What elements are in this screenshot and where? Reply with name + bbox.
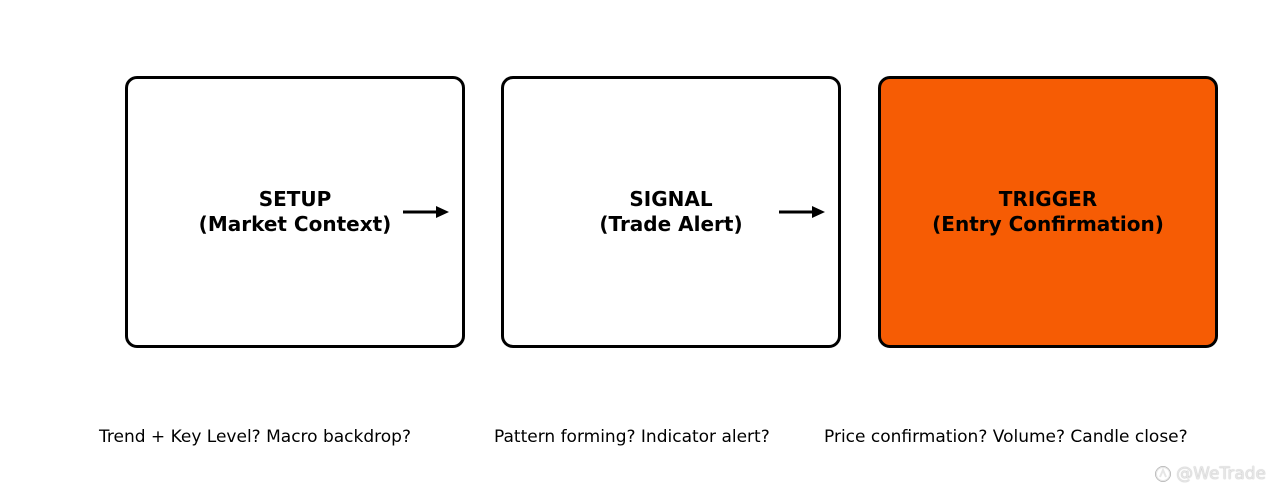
trigger-subtitle: (Entry Confirmation)	[932, 212, 1164, 236]
trigger-title: TRIGGER	[998, 187, 1098, 211]
signal-label: SIGNAL (Trade Alert)	[501, 187, 841, 237]
arrow-right-icon	[403, 206, 449, 218]
wetrade-logo-icon	[1155, 466, 1172, 482]
setup-subtitle: (Market Context)	[198, 212, 392, 236]
watermark: @WeTrade	[1154, 463, 1266, 485]
trigger-note: Price confirmation? Volume? Candle close…	[824, 427, 1188, 447]
arrow-right-icon	[779, 206, 825, 218]
signal-note: Pattern forming? Indicator alert?	[494, 427, 770, 447]
setup-label: SETUP (Market Context)	[125, 187, 465, 237]
trigger-box	[878, 76, 1218, 348]
watermark-text: @WeTrade	[1176, 464, 1266, 484]
setup-title: SETUP	[258, 187, 332, 211]
signal-subtitle: (Trade Alert)	[599, 212, 743, 236]
signal-title: SIGNAL	[629, 187, 713, 211]
setup-note: Trend + Key Level? Macro backdrop?	[99, 427, 411, 447]
trigger-label: TRIGGER (Entry Confirmation)	[878, 187, 1218, 237]
